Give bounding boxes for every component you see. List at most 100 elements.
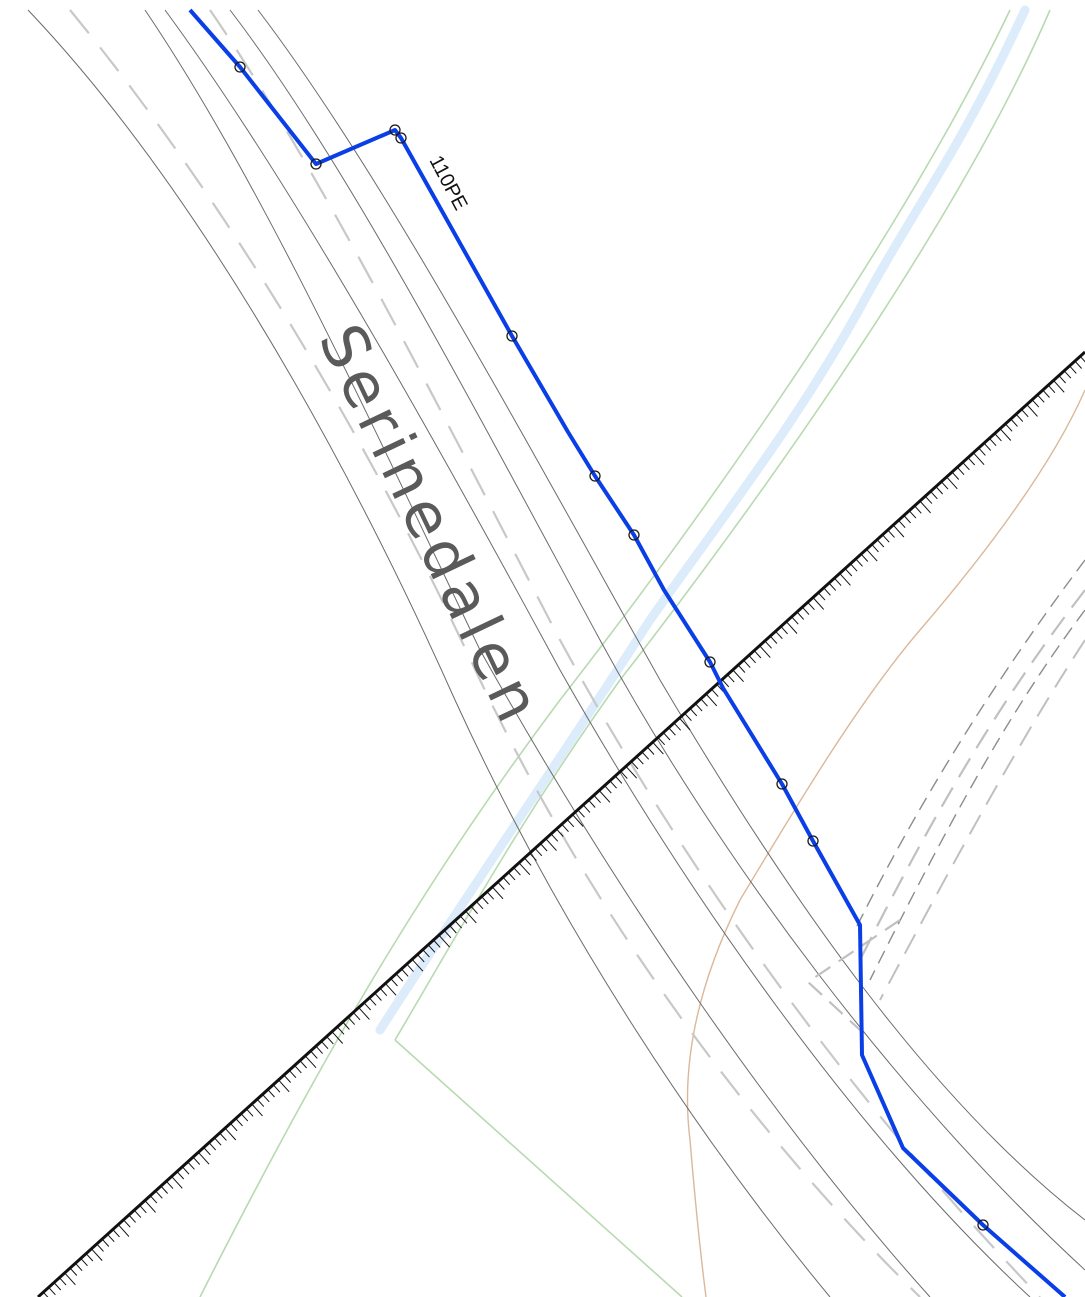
- measure-tick: [866, 548, 878, 562]
- measure-tick: [1005, 423, 1013, 432]
- measure-tick: [732, 669, 744, 683]
- measure-tick: [117, 1224, 130, 1237]
- measure-tick: [844, 568, 853, 577]
- measure-tick: [892, 524, 905, 538]
- measure-tick: [401, 968, 409, 977]
- measure-tick: [1015, 413, 1024, 422]
- pipe-node[interactable]: [506, 330, 518, 342]
- measure-tick: [962, 462, 970, 471]
- measure-tick: [246, 1108, 254, 1117]
- measure-tick: [839, 573, 851, 586]
- green-line-b: [394, 9, 1051, 1041]
- road-edge-4: [229, 9, 1085, 1271]
- pipe-node[interactable]: [977, 1219, 989, 1231]
- measure-tick: [1058, 375, 1066, 384]
- tan-line: [686, 389, 1085, 1297]
- measure-tick: [679, 717, 691, 731]
- measure-tick: [850, 563, 858, 572]
- measure-tick: [662, 732, 671, 741]
- measure-tick: [737, 664, 746, 673]
- road-edge-5: [257, 9, 1085, 1221]
- measure-tick: [251, 1103, 263, 1117]
- measure-tick: [828, 582, 837, 591]
- pipe-node[interactable]: [628, 529, 640, 541]
- measure-bar[interactable]: [36, 350, 1085, 1297]
- measure-tick: [363, 1002, 372, 1011]
- road-edge-1: [27, 9, 831, 1297]
- measure-tick: [470, 905, 478, 915]
- measure-tick: [780, 626, 788, 635]
- measure-tick: [144, 1200, 156, 1213]
- measure-tick: [171, 1176, 183, 1189]
- pipe-node[interactable]: [589, 470, 601, 482]
- side-dash-3: [859, 589, 1085, 961]
- measure-tick: [721, 679, 730, 688]
- measure-tick: [807, 601, 815, 611]
- measure-tick: [459, 915, 468, 924]
- road-edge-2: [144, 9, 931, 1297]
- measure-tick: [956, 466, 965, 476]
- pipe-node[interactable]: [807, 835, 819, 847]
- measure-tick: [887, 529, 895, 538]
- measure-tick: [101, 1238, 110, 1247]
- measure-tick: [352, 1012, 361, 1021]
- measure-tick: [908, 510, 917, 519]
- measure-tick: [636, 756, 644, 765]
- pipe-node[interactable]: [234, 61, 246, 73]
- measure-tick: [769, 635, 778, 644]
- measure-tick: [834, 577, 842, 586]
- measure-tick: [534, 848, 543, 857]
- measure-tick: [582, 804, 591, 813]
- centerline-2: [209, 9, 1041, 1297]
- measure-tick: [930, 491, 938, 500]
- measure-tick: [860, 553, 869, 562]
- measure-tick: [491, 886, 504, 900]
- measure-tick: [80, 1258, 88, 1267]
- measure-tick: [96, 1243, 104, 1252]
- measure-tick: [823, 587, 831, 596]
- measure-tick: [390, 978, 398, 987]
- road-edges: [27, 9, 1085, 1297]
- measure-tick: [288, 1069, 297, 1079]
- measure-tick: [502, 876, 511, 886]
- measure-tick: [91, 1248, 103, 1261]
- measure-tick: [1031, 399, 1040, 408]
- measure-tick: [128, 1214, 136, 1223]
- measure-tick: [278, 1079, 290, 1093]
- measure-tick: [304, 1055, 317, 1069]
- pipe-node[interactable]: [389, 124, 401, 136]
- measure-tick: [524, 857, 532, 866]
- measure-tick: [123, 1219, 131, 1228]
- pipe-node[interactable]: [776, 778, 788, 790]
- measure-tick: [465, 910, 477, 924]
- measure-tick: [208, 1142, 217, 1151]
- measure-tick: [443, 930, 452, 939]
- measure-tick: [133, 1209, 142, 1218]
- measure-tick: [165, 1180, 174, 1189]
- measure-tick: [646, 746, 655, 755]
- measure-tick: [935, 486, 943, 495]
- green-line-a: [199, 9, 1011, 1297]
- pipe-node[interactable]: [395, 132, 407, 144]
- measure-tick: [139, 1204, 147, 1214]
- pipe-node[interactable]: [310, 158, 322, 170]
- measure-tick: [513, 867, 521, 876]
- measure-tick: [695, 703, 703, 712]
- measure-tick: [320, 1040, 329, 1050]
- measure-tick: [705, 693, 718, 707]
- measure-tick: [614, 775, 623, 784]
- measure-tick: [796, 611, 805, 620]
- measure-tick: [604, 785, 612, 794]
- measure-tick: [75, 1262, 83, 1272]
- measure-tick: [64, 1272, 76, 1286]
- measure-tick: [224, 1127, 237, 1141]
- pipe-node[interactable]: [704, 656, 716, 668]
- measure-tick: [417, 954, 425, 963]
- measure-tick: [507, 872, 516, 881]
- measure-tick: [556, 828, 564, 837]
- pipe-line[interactable]: [188, 8, 1067, 1297]
- measure-tick: [668, 727, 676, 736]
- measure-tick: [203, 1147, 211, 1156]
